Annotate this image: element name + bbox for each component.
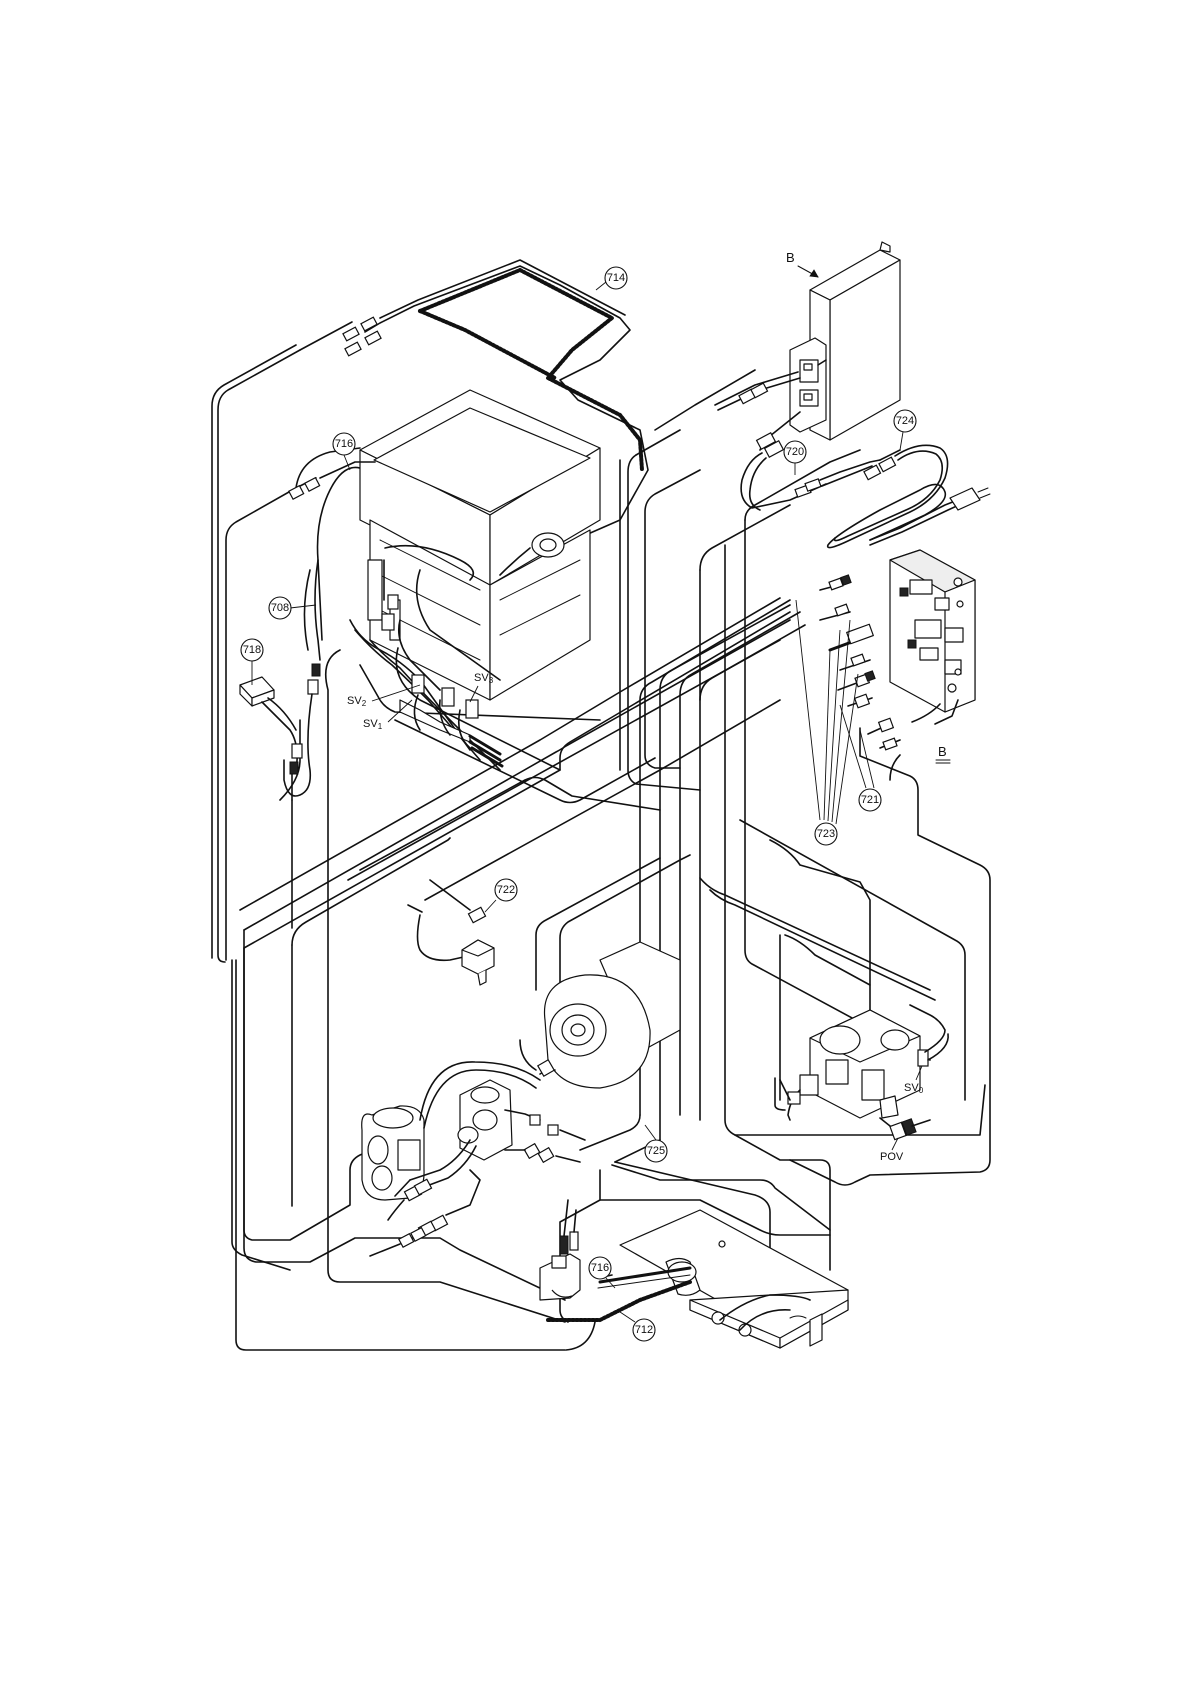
label-sv1-text: SV bbox=[363, 718, 378, 730]
svg-text:SV0: SV0 bbox=[904, 1082, 924, 1095]
callout-723-text: 723 bbox=[817, 828, 835, 840]
connector-708b bbox=[308, 680, 318, 694]
connector-722 bbox=[468, 907, 485, 922]
harness-main-routing bbox=[212, 345, 990, 1350]
connector-sv1 bbox=[412, 675, 424, 693]
connector-hx-left bbox=[382, 614, 394, 630]
power-supply-unit bbox=[790, 242, 900, 440]
connector-sv0 bbox=[918, 1050, 928, 1066]
callout-716-top: 716 bbox=[333, 433, 355, 470]
callout-714: 714 bbox=[596, 267, 627, 290]
callout-714-text: 714 bbox=[607, 272, 625, 284]
callout-725-text: 725 bbox=[647, 1145, 665, 1157]
callout-725: 725 bbox=[645, 1125, 667, 1162]
connector-714a bbox=[343, 327, 359, 341]
svg-text:SV2: SV2 bbox=[347, 695, 367, 708]
callout-722-text: 722 bbox=[497, 884, 515, 896]
svg-text:SV1: SV1 bbox=[363, 718, 383, 731]
callout-712: 712 bbox=[620, 1312, 655, 1341]
label-sv3-sub: 3 bbox=[489, 676, 494, 685]
label-sv0-text: SV bbox=[904, 1082, 919, 1094]
label-sv2-text: SV bbox=[347, 695, 362, 707]
gas-valve-sv0 bbox=[775, 1005, 948, 1120]
callout-723: 723 bbox=[796, 600, 858, 845]
callout-712-text: 712 bbox=[635, 1324, 653, 1336]
connector-sv3 bbox=[466, 700, 478, 718]
callout-720-text: 720 bbox=[786, 446, 804, 458]
connector-714b bbox=[361, 317, 377, 331]
connector-708a bbox=[312, 664, 320, 676]
view-b-arrow-label: B bbox=[786, 250, 795, 265]
left-gas-valve bbox=[362, 1062, 585, 1256]
label-sv2-sub: 2 bbox=[362, 699, 367, 708]
view-b-ref: B bbox=[936, 744, 950, 763]
part-722 bbox=[408, 880, 494, 985]
label-sv0-sub: 0 bbox=[919, 1086, 924, 1095]
callout-724-text: 724 bbox=[896, 415, 914, 427]
callout-716-top-text: 716 bbox=[335, 438, 353, 450]
label-pov-text: POV bbox=[880, 1151, 904, 1163]
connector-714c bbox=[365, 331, 381, 345]
control-board bbox=[890, 550, 975, 712]
connector-714d bbox=[345, 342, 361, 356]
callout-720: 720 bbox=[784, 441, 806, 475]
callout-724: 724 bbox=[894, 410, 916, 450]
power-cord-724 bbox=[828, 445, 990, 547]
callout-721: 721 bbox=[840, 705, 881, 811]
callout-721-text: 721 bbox=[861, 794, 879, 806]
pov-connector bbox=[880, 1118, 930, 1140]
callout-708: 708 bbox=[269, 597, 316, 619]
label-sv3-text: SV bbox=[474, 672, 489, 684]
callout-718-text: 718 bbox=[243, 644, 261, 656]
heat-exchanger bbox=[350, 390, 600, 770]
fan-motor bbox=[520, 942, 680, 1088]
connector-sv2 bbox=[442, 688, 454, 706]
view-b-arrow: B bbox=[786, 250, 818, 277]
harness-708 bbox=[284, 560, 320, 796]
view-b-ref-label: B bbox=[938, 744, 947, 759]
label-pov: POV bbox=[880, 1138, 904, 1163]
callout-716-bottom: 716 bbox=[589, 1257, 615, 1288]
part-718 bbox=[240, 677, 302, 800]
callout-708-text: 708 bbox=[271, 602, 289, 614]
callout-716-bottom-text: 716 bbox=[591, 1262, 609, 1274]
callout-722: 722 bbox=[485, 879, 517, 912]
label-sv1-sub: 1 bbox=[378, 722, 383, 731]
